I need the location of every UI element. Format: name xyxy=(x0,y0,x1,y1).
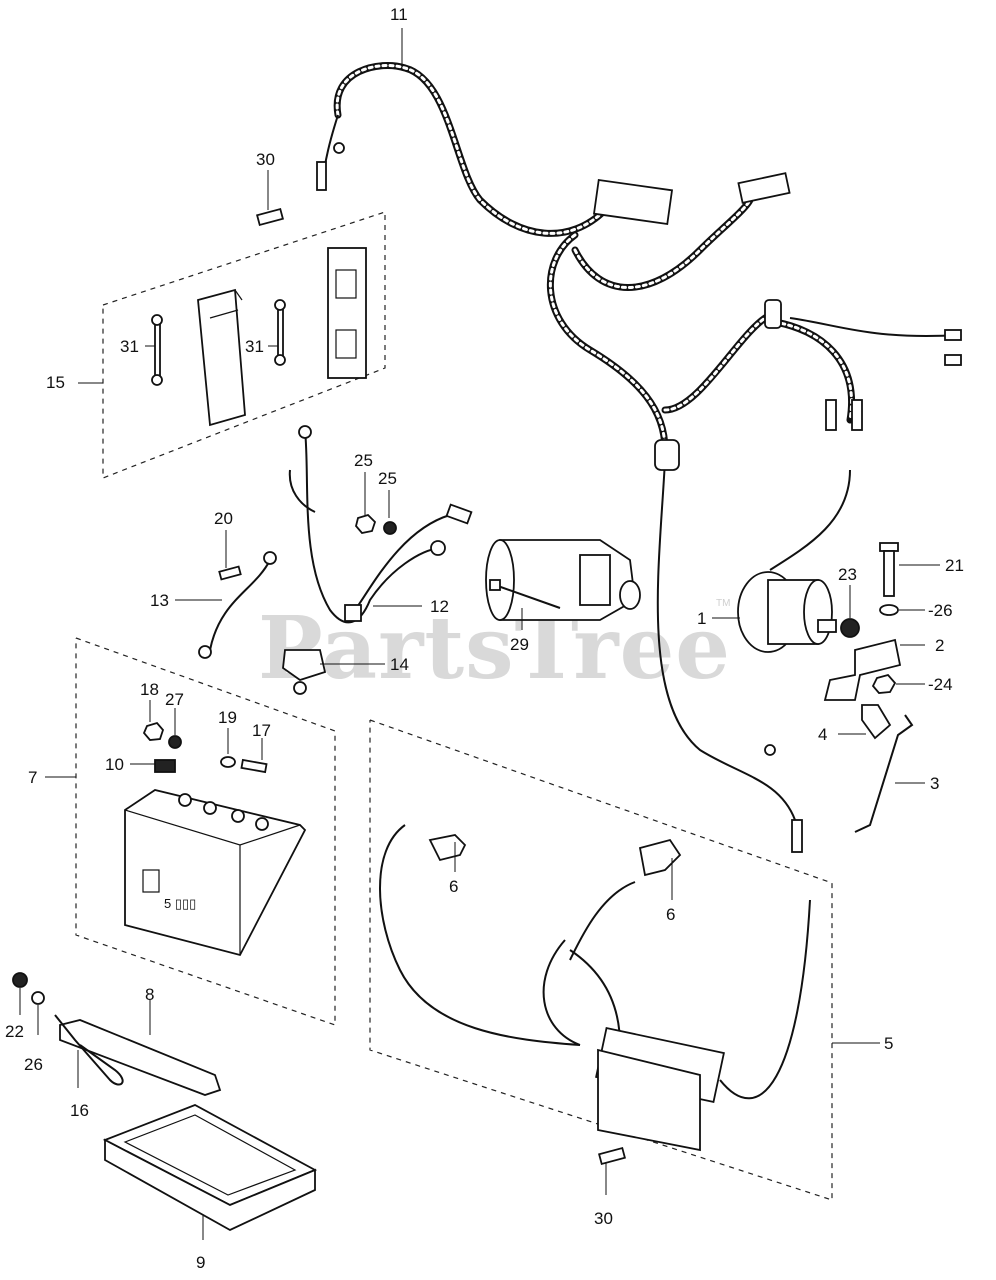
callout-8: 8 xyxy=(145,985,154,1004)
callout-20: 20 xyxy=(214,509,233,528)
callout-15: 15 xyxy=(46,373,65,392)
callout-7: 7 xyxy=(28,768,37,787)
fuse-31-left xyxy=(151,314,163,386)
screw-30-bottom xyxy=(598,1146,626,1166)
callout-1: 1 xyxy=(697,609,706,628)
washer-26-left xyxy=(31,991,45,1005)
spark-plug-lead-left xyxy=(379,824,581,1046)
group-5-ignition-coil-outline xyxy=(369,719,833,1201)
callout-30-top: 30 xyxy=(256,150,275,169)
callout-29: 29 xyxy=(510,635,529,654)
washer-19 xyxy=(220,756,236,768)
main-wiring-harness xyxy=(316,62,962,853)
terminal-bolt-10 xyxy=(154,759,176,773)
battery-tray-9 xyxy=(102,1104,318,1232)
callout-10: 10 xyxy=(105,755,124,774)
hex-nut-22 xyxy=(12,972,28,988)
callout-18: 18 xyxy=(140,680,159,699)
hex-nut-24 xyxy=(871,673,897,694)
callout-19: 19 xyxy=(218,708,237,727)
callout-9: 9 xyxy=(196,1253,205,1272)
fuse-31-right xyxy=(274,299,286,366)
callout-4: 4 xyxy=(818,725,827,744)
callout-11: 11 xyxy=(390,5,408,24)
callout-22: 22 xyxy=(5,1022,24,1041)
ignition-coil xyxy=(542,899,811,1152)
callout-21: 21 xyxy=(945,556,964,575)
washer-25 xyxy=(383,521,397,535)
callout-25-left: 25 xyxy=(354,451,373,470)
callout-12: 12 xyxy=(430,597,449,616)
starter-cable-12 xyxy=(288,425,473,624)
callout-27: 27 xyxy=(165,690,184,709)
callout-3: 3 xyxy=(930,774,939,793)
callout-16: 16 xyxy=(70,1101,89,1120)
fuse-holder xyxy=(327,247,367,379)
screw-17 xyxy=(240,758,268,774)
fuse-cover xyxy=(197,288,246,427)
callout-25-right: 25 xyxy=(378,469,397,488)
screw-30-top xyxy=(256,207,284,227)
washer-27 xyxy=(168,735,182,749)
bracket-2 xyxy=(823,638,902,701)
group-7-battery-outline xyxy=(75,637,336,1026)
washer-26-right xyxy=(879,604,899,616)
callout-5: 5 xyxy=(884,1034,893,1053)
callout-26-right: -26 xyxy=(928,601,953,620)
leader-lines xyxy=(19,28,940,1240)
hex-nut-23 xyxy=(840,618,860,638)
choke-rod-3 xyxy=(854,714,914,833)
ignition-switch xyxy=(737,571,837,653)
watermark-tm: TM xyxy=(716,598,730,609)
callout-17: 17 xyxy=(252,721,271,740)
callout-30-bottom: 30 xyxy=(594,1209,613,1228)
battery: 5 ▯▯▯ xyxy=(124,789,307,957)
callout-23: 23 xyxy=(838,565,857,584)
hex-nut-25 xyxy=(355,513,377,534)
callout-24: -24 xyxy=(928,675,953,694)
callout-14: 14 xyxy=(390,655,409,674)
ground-cable-13 xyxy=(198,551,277,659)
bolt-21 xyxy=(879,542,899,597)
group-15-fuse-box-outline xyxy=(102,211,386,479)
callout-labels: 11 30 15 31 31 25 25 20 13 12 14 29 1 23… xyxy=(5,5,964,1272)
cable-14 xyxy=(282,649,327,695)
starter-bolt-29 xyxy=(489,579,561,609)
clip-4 xyxy=(861,704,892,740)
hold-down-bracket-8 xyxy=(59,1019,222,1096)
j-bolt-16 xyxy=(54,1014,124,1086)
callout-6-left: 6 xyxy=(449,877,458,896)
callout-31-left: 31 xyxy=(120,337,139,356)
callout-2: 2 xyxy=(935,636,944,655)
callout-6-right: 6 xyxy=(666,905,675,924)
screw-20 xyxy=(218,565,242,581)
starter-motor xyxy=(485,539,641,621)
battery-label: 5 ▯▯▯ xyxy=(164,896,196,911)
callout-26-left: 26 xyxy=(24,1055,43,1074)
callout-31-right: 31 xyxy=(245,337,264,356)
hex-nut-18 xyxy=(142,721,165,741)
spark-plug-lead-right xyxy=(569,838,682,961)
callout-13: 13 xyxy=(150,591,169,610)
